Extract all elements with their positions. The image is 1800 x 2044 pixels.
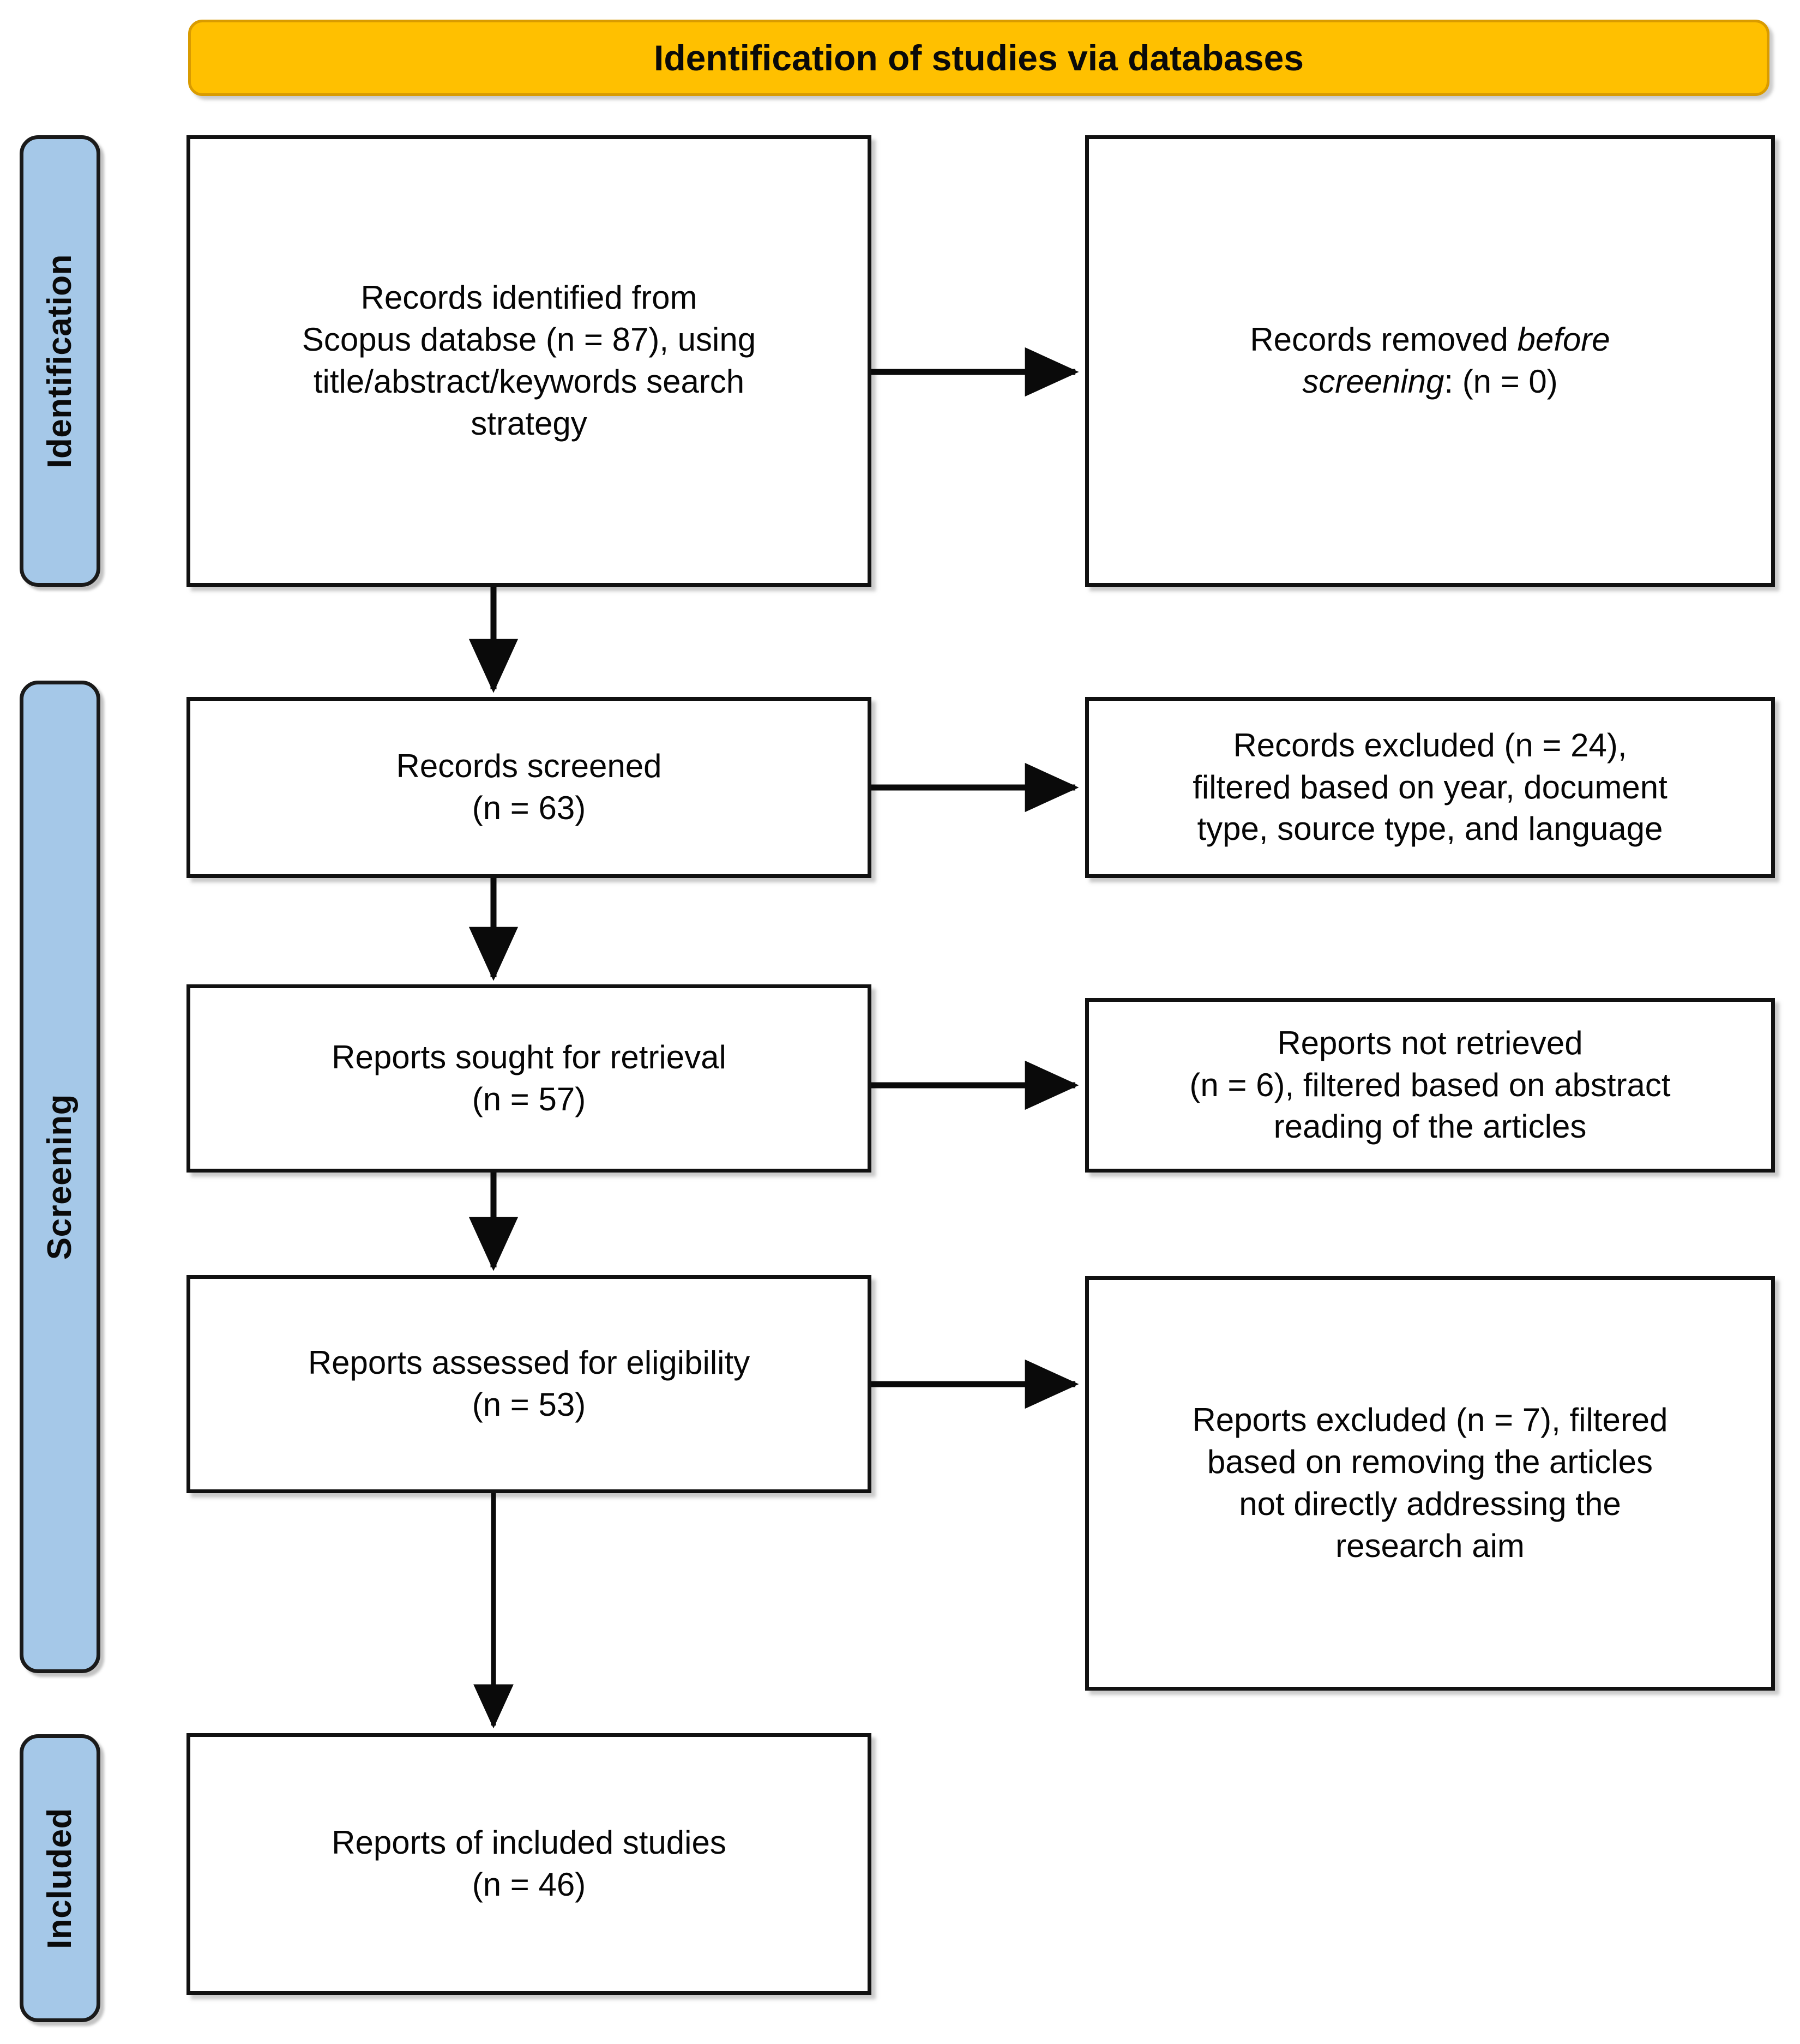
box-records-identified: Records identified from Scopus databse (… bbox=[186, 135, 871, 587]
header-banner: Identification of studies via databases bbox=[188, 20, 1769, 96]
box-reports-included-text: Reports of included studies (n = 46) bbox=[332, 1824, 726, 1903]
stage-pill-included: Included bbox=[20, 1734, 100, 2022]
records-removed-prefix: Records removed bbox=[1250, 321, 1518, 358]
box-reports-included: Reports of included studies (n = 46) bbox=[186, 1733, 871, 1995]
stage-pill-screening: Screening bbox=[20, 681, 100, 1673]
box-records-removed: Records removed before screening: (n = 0… bbox=[1085, 135, 1775, 587]
box-records-identified-text: Records identified from Scopus databse (… bbox=[302, 279, 756, 442]
box-reports-assessed-text: Reports assessed for eligibility (n = 53… bbox=[308, 1344, 750, 1423]
box-records-excluded: Records excluded (n = 24), filtered base… bbox=[1085, 697, 1775, 878]
stage-pill-identification: Identification bbox=[20, 135, 100, 587]
records-removed-emphasis: before screening bbox=[1302, 321, 1610, 400]
records-removed-suffix: : (n = 0) bbox=[1444, 363, 1558, 400]
box-reports-assessed: Reports assessed for eligibility (n = 53… bbox=[186, 1275, 871, 1493]
box-reports-excluded: Reports excluded (n = 7), filtered based… bbox=[1085, 1276, 1775, 1691]
box-reports-not-retrieved: Reports not retrieved (n = 6), filtered … bbox=[1085, 998, 1775, 1173]
banner-title: Identification of studies via databases bbox=[654, 37, 1304, 78]
box-records-screened: Records screened (n = 63) bbox=[186, 697, 871, 878]
stage-label-included: Included bbox=[41, 1807, 79, 1949]
box-records-excluded-text: Records excluded (n = 24), filtered base… bbox=[1193, 726, 1667, 847]
stage-label-identification: Identification bbox=[41, 254, 79, 468]
box-reports-not-retrieved-text: Reports not retrieved (n = 6), filtered … bbox=[1189, 1024, 1671, 1145]
box-reports-excluded-text: Reports excluded (n = 7), filtered based… bbox=[1192, 1402, 1668, 1564]
box-records-removed-text: Records removed before screening: (n = 0… bbox=[1250, 319, 1610, 403]
box-reports-sought: Reports sought for retrieval (n = 57) bbox=[186, 984, 871, 1173]
stage-label-screening: Screening bbox=[41, 1093, 79, 1260]
box-reports-sought-text: Reports sought for retrieval (n = 57) bbox=[332, 1038, 726, 1117]
box-records-screened-text: Records screened (n = 63) bbox=[396, 748, 662, 826]
